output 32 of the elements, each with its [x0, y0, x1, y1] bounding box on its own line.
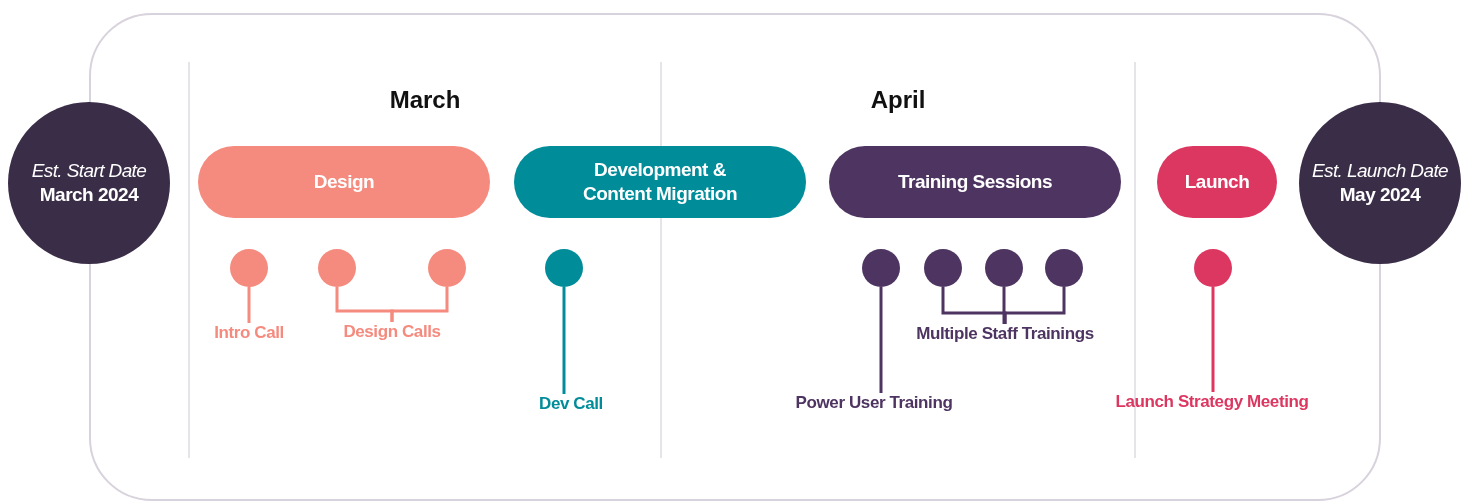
date-value: March 2024	[39, 184, 139, 206]
milestone-dot	[862, 249, 900, 287]
leader-line	[390, 287, 449, 322]
milestone-label: Intro Call	[214, 323, 284, 343]
milestone-dot	[428, 249, 466, 287]
milestone-dot	[1045, 249, 1083, 287]
month-heading: April	[870, 86, 926, 114]
milestone-dot	[545, 249, 583, 287]
leader-line	[1003, 287, 1066, 324]
leader-line	[247, 287, 251, 323]
phase-pill: Training Sessions	[829, 146, 1121, 218]
milestone-label: Launch Strategy Meeting	[1115, 392, 1309, 412]
leader-line	[1211, 287, 1215, 392]
milestone-dot	[924, 249, 962, 287]
phase-pill: Design	[198, 146, 490, 218]
date-caption: Est. Start Date	[31, 160, 147, 182]
leader-line	[562, 287, 566, 394]
milestone-dot	[230, 249, 268, 287]
leader-line	[1002, 287, 1006, 324]
month-heading: March	[389, 86, 461, 114]
leader-line	[879, 287, 883, 393]
milestone-label: Design Calls	[343, 322, 441, 342]
milestone-dot	[985, 249, 1023, 287]
milestone-label: Multiple Staff Trainings	[916, 324, 1094, 344]
milestone-dot	[318, 249, 356, 287]
milestone-label: Power User Training	[795, 393, 953, 413]
milestone-dot	[1194, 249, 1232, 287]
date-caption: Est. Launch Date	[1311, 160, 1449, 182]
milestone-label: Dev Call	[539, 394, 603, 414]
date-value: May 2024	[1339, 184, 1421, 206]
phase-pill: Development & Content Migration	[514, 146, 806, 218]
phase-pill: Launch	[1157, 146, 1277, 218]
